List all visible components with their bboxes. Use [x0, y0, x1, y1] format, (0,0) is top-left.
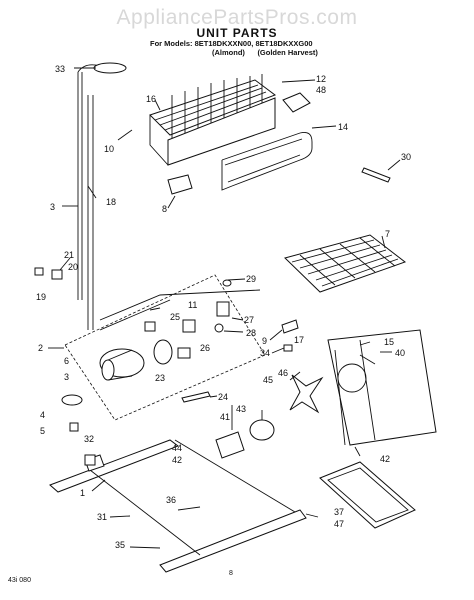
callout-37: 37: [334, 507, 344, 517]
condenser-coil: [284, 234, 407, 293]
callout-36: 36: [166, 495, 176, 505]
callout-17: 17: [294, 335, 304, 345]
part-24: [181, 391, 211, 403]
part-17: [281, 319, 299, 334]
callout-42-left: 42: [172, 455, 182, 465]
part-25: [182, 319, 196, 333]
callout-6: 6: [64, 356, 69, 366]
fan-motor: [215, 419, 275, 459]
compressor-mounting-frame: [64, 274, 266, 421]
callout-30: 30: [401, 152, 411, 162]
fan-bracket: [327, 329, 437, 446]
part-19: [34, 267, 44, 276]
callout-34: 34: [260, 348, 270, 358]
part-29: [222, 279, 232, 287]
callout-44: 44: [172, 443, 182, 453]
callout-4: 4: [40, 410, 45, 420]
callout-16: 16: [146, 94, 156, 104]
callout-2: 2: [38, 343, 43, 353]
callout-26: 26: [200, 343, 210, 353]
part-4: [61, 394, 83, 406]
callout-20: 20: [68, 262, 78, 272]
part-32: [84, 454, 96, 466]
callout-48: 48: [316, 85, 326, 95]
callout-45: 45: [263, 375, 273, 385]
color-almond: (Almond): [212, 48, 245, 57]
part-5: [69, 422, 79, 432]
relay: [177, 347, 191, 359]
callout-47: 47: [334, 519, 344, 529]
part-27: [216, 301, 230, 317]
overload-protector: [153, 339, 173, 365]
callout-19: 19: [36, 292, 46, 302]
callout-15: 15: [384, 337, 394, 347]
callout-5: 5: [40, 426, 45, 436]
defrost-heater: [221, 131, 313, 191]
callout-3-left: 3: [64, 372, 69, 382]
callout-35: 35: [115, 540, 125, 550]
callout-33: 33: [55, 64, 65, 74]
leader-lines: [48, 67, 401, 549]
part-11: [144, 321, 156, 332]
diagram-title: UNIT PARTS: [196, 26, 278, 40]
defrost-thermostat: [167, 174, 193, 195]
part-34: [283, 344, 293, 352]
callout-32: 32: [84, 434, 94, 444]
callout-21: 21: [64, 250, 74, 260]
callout-25: 25: [170, 312, 180, 322]
condenser-fan-blade: [289, 374, 324, 414]
callout-24: 24: [218, 392, 228, 402]
part-20: [51, 269, 63, 280]
part-30: [361, 167, 391, 183]
callout-18: 18: [106, 197, 116, 207]
callout-9: 9: [262, 336, 267, 346]
callout-3-top: 3: [50, 202, 55, 212]
callout-28: 28: [246, 328, 256, 338]
models-line: For Models: 8ET18DKXXN00, 8ET18DKXXG00: [150, 39, 313, 48]
callout-29: 29: [246, 274, 256, 284]
watermark: AppliancePartsPros.com: [116, 6, 358, 29]
footer-code: 43i 080: [8, 577, 31, 584]
callout-8: 8: [162, 204, 167, 214]
callout-43: 43: [236, 404, 246, 414]
evaporator-coil: [149, 74, 277, 166]
callout-12: 12: [316, 74, 326, 84]
callout-31: 31: [97, 512, 107, 522]
callout-42-right: 42: [380, 454, 390, 464]
callout-1: 1: [80, 488, 85, 498]
callout-14: 14: [338, 122, 348, 132]
callout-27: 27: [244, 315, 254, 325]
drain-pan: [319, 461, 416, 529]
compressor: [99, 348, 145, 381]
part-28: [214, 323, 224, 333]
callout-10: 10: [104, 144, 114, 154]
bracket-48: [282, 92, 311, 113]
color-variants: (Almond) (Golden Harvest): [212, 48, 318, 57]
callout-7: 7: [385, 229, 390, 239]
callout-23: 23: [155, 373, 165, 383]
callout-40: 40: [395, 348, 405, 358]
color-golden-harvest: (Golden Harvest): [257, 48, 318, 57]
drain-tube-assembly: [77, 62, 127, 330]
callout-labels: 33 12 48 16 14 10 30 8 3 18 7 21 20 19 2…: [36, 64, 411, 550]
callout-11: 11: [188, 300, 197, 310]
page-number: 8: [229, 570, 233, 577]
callout-46: 46: [278, 368, 288, 378]
callout-41: 41: [220, 412, 230, 422]
